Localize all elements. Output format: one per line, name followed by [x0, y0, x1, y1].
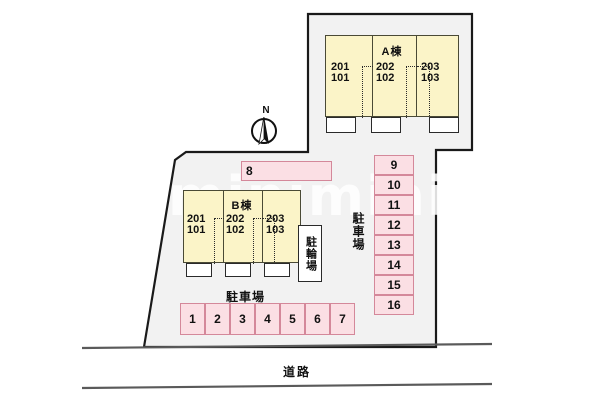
parking-stall-8[interactable]: 8	[241, 161, 332, 181]
compass-rose: N	[250, 105, 282, 146]
building-b-unit-2	[224, 191, 263, 262]
compass-north-label: N	[262, 105, 270, 116]
parking-stall-16[interactable]: 16	[374, 295, 414, 315]
building-a-unit-3-label: 203 103	[421, 61, 440, 84]
parking-stall-14[interactable]: 14	[374, 255, 414, 275]
building-b-stair-1-top	[214, 218, 224, 219]
building-a-unit-1-label: 201 101	[331, 61, 350, 84]
building-a-entrance-3	[429, 117, 459, 133]
building-a-unit-2	[373, 36, 417, 116]
building-b-stair-2	[253, 218, 254, 264]
parking-stall-12[interactable]: 12	[374, 215, 414, 235]
parking-stall-13[interactable]: 13	[374, 235, 414, 255]
building-b-unit-2-label: 202 102	[226, 213, 245, 236]
building-b-title: B棟	[231, 200, 253, 212]
building-a-stair-3	[429, 66, 430, 118]
parking-stall-2[interactable]: 2	[205, 303, 230, 335]
building-b-entrance-2	[225, 263, 251, 277]
parking-stall-15[interactable]: 15	[374, 275, 414, 295]
building-a-stair-1	[362, 66, 363, 118]
parking-stall-7[interactable]: 7	[330, 303, 355, 335]
building-b-stair-3-top	[263, 218, 274, 219]
building-a-unit-1	[326, 36, 373, 116]
bicycle-parking-label: 駐輪場	[304, 235, 317, 272]
bicycle-parking-area: 駐輪場	[298, 225, 322, 282]
building-a-entrance-2	[371, 117, 401, 133]
parking-stall-11[interactable]: 11	[374, 195, 414, 215]
building-b-unit-3-label: 203 103	[266, 213, 285, 236]
building-a-stair-3-top	[417, 66, 429, 67]
building-a-stair-2-top	[406, 66, 417, 67]
building-b-stair-3	[274, 218, 275, 264]
parking-stall-9[interactable]: 9	[374, 155, 414, 175]
building-b-entrance-1	[186, 263, 212, 277]
building-a-unit-2-label: 202 102	[376, 61, 395, 84]
compass-needle-icon	[251, 117, 277, 146]
parking-stall-1[interactable]: 1	[180, 303, 205, 335]
building-b-stair-1	[214, 218, 215, 264]
building-b-unit-1	[184, 191, 224, 262]
building-b-stair-2-top	[253, 218, 263, 219]
parking-stall-3[interactable]: 3	[230, 303, 255, 335]
right-parking-label: 駐車場	[351, 212, 365, 251]
bottom-parking-label: 駐車場	[226, 290, 266, 304]
building-a-entrance-1	[326, 117, 356, 133]
parking-stall-5[interactable]: 5	[280, 303, 305, 335]
parking-stall-4[interactable]: 4	[255, 303, 280, 335]
building-a-title: A棟	[381, 46, 403, 58]
building-a-stair-2	[406, 66, 407, 118]
building-b-unit-1-label: 201 101	[187, 213, 206, 236]
road-lines	[81, 342, 493, 390]
building-a-stair-1-top	[362, 66, 373, 67]
building-b: B棟 201 101 202 102 203 103	[183, 190, 301, 264]
road-label: 道路	[283, 365, 312, 379]
building-b-entrance-3	[264, 263, 290, 277]
parking-stall-10[interactable]: 10	[374, 175, 414, 195]
building-a: A棟 201 101 202 102 203 103	[325, 35, 459, 118]
parking-stall-6[interactable]: 6	[305, 303, 330, 335]
